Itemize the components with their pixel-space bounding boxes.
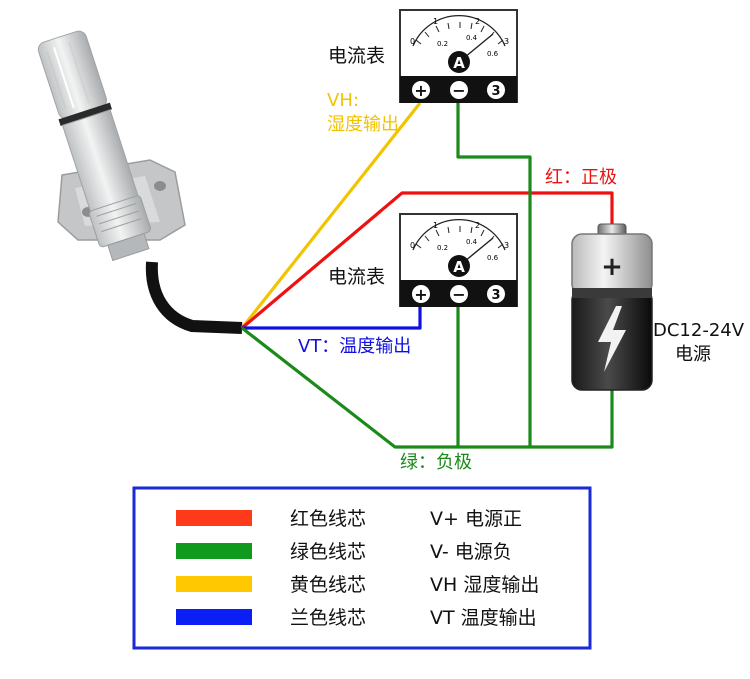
- green-wire-main: [241, 326, 614, 449]
- legend-desc-blue: VT 温度输出: [430, 607, 537, 629]
- meter1-scale-3: 3: [504, 37, 509, 46]
- meter1-scale-2: 2: [475, 17, 480, 26]
- sensor-illustration: [37, 30, 243, 334]
- wires: [240, 102, 614, 449]
- blue-wire: [242, 306, 422, 330]
- label-red-positive: 红：正极: [545, 167, 617, 188]
- meter1-scale-0: 0: [410, 37, 415, 46]
- meter2-terminal-3: 3: [491, 288, 500, 303]
- yellow-wire: [240, 102, 422, 329]
- legend-swatch-green: [176, 543, 252, 559]
- meter2-scale-1: 1: [433, 221, 438, 230]
- meter2-scale-02: 0.2: [437, 244, 448, 252]
- meter1-scale-1: 1: [433, 17, 438, 26]
- lightning-icon: [598, 306, 626, 372]
- meter2-symbol: A: [453, 258, 465, 276]
- meter1-title: 电流表: [328, 45, 385, 67]
- legend-swatch-red: [176, 510, 252, 526]
- legend: 红色线芯 绿色线芯 黄色线芯 兰色线芯 V+ 电源正 V- 电源负 VH 湿度输…: [132, 486, 592, 650]
- meter2-title: 电流表: [328, 266, 385, 288]
- green-wire-meter1: [456, 103, 532, 447]
- legend-name-green: 绿色线芯: [290, 541, 366, 563]
- legend-desc-green: V- 电源负: [430, 541, 512, 563]
- meter2-scale-2: 2: [475, 221, 480, 230]
- legend-desc-yellow: VH 湿度输出: [430, 574, 539, 596]
- legend-name-blue: 兰色线芯: [290, 607, 366, 629]
- meter1-terminal-3: 3: [491, 84, 500, 99]
- label-vt-output: VT：温度输出: [298, 336, 411, 357]
- label-dc-voltage: DC12-24V: [653, 320, 745, 341]
- battery-plus: +: [601, 252, 623, 282]
- legend-swatch-yellow: [176, 576, 252, 592]
- red-wire: [240, 191, 614, 330]
- meter1-scale-04: 0.4: [466, 34, 478, 42]
- meter2-terminal-minus: −: [452, 285, 465, 304]
- battery: +: [571, 223, 653, 391]
- meter2-scale-04: 0.4: [466, 238, 478, 246]
- meter1-terminal-minus: −: [452, 81, 465, 100]
- meter1-scale-02: 0.2: [437, 40, 448, 48]
- legend-desc-red: V+ 电源正: [430, 508, 522, 530]
- label-vh-line2: 湿度输出: [327, 114, 399, 135]
- legend-name-red: 红色线芯: [290, 508, 366, 530]
- legend-swatch-blue: [176, 609, 252, 625]
- meter2-scale-0: 0: [410, 241, 415, 250]
- meter1-terminal-plus: +: [414, 81, 427, 100]
- meter1-symbol: A: [453, 54, 465, 72]
- meter2-terminal-plus: +: [414, 285, 427, 304]
- label-vh-line1: VH:: [327, 90, 359, 111]
- meter1-scale-06: 0.6: [487, 50, 499, 58]
- legend-name-yellow: 黄色线芯: [290, 574, 366, 596]
- label-dc-power: 电源: [675, 344, 711, 365]
- ammeter-top: 0 1 2 3 0.2 0.4 0.6 A + − 3: [399, 9, 518, 103]
- label-green-negative: 绿：负极: [400, 452, 472, 473]
- meter2-scale-3: 3: [504, 241, 509, 250]
- meter2-scale-06: 0.6: [487, 254, 499, 262]
- ammeter-bottom: 0 1 2 3 0.2 0.4 0.6 A + − 3: [399, 213, 518, 307]
